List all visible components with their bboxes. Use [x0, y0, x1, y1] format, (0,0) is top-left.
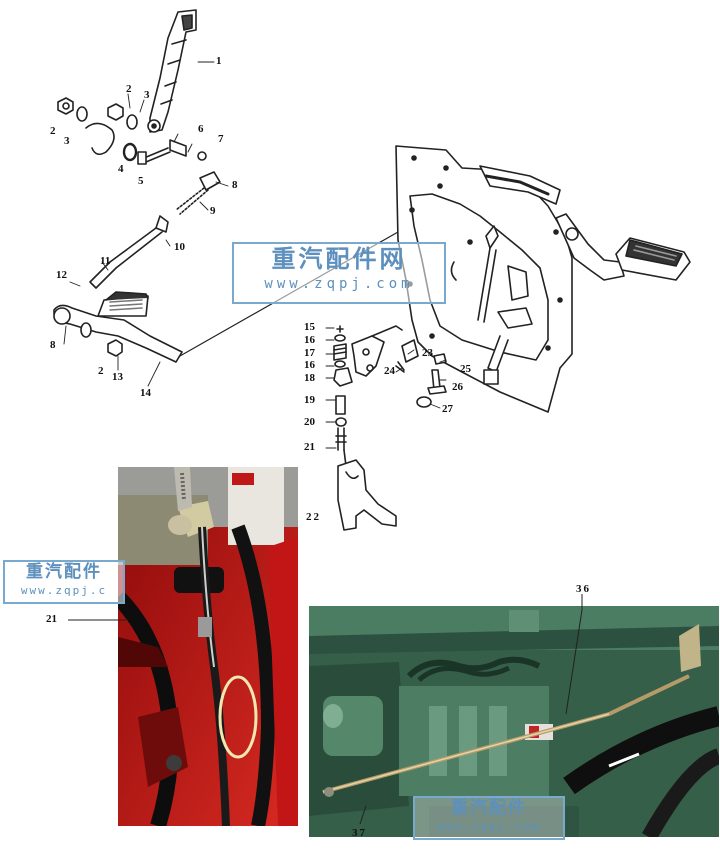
photo-clutch-cable — [118, 467, 298, 826]
callout-1: 1 — [216, 55, 222, 67]
callout-7: 7 — [218, 133, 224, 145]
leader-lines — [63, 61, 447, 449]
bolt-set — [416, 353, 447, 408]
callout-2-top: 2 — [126, 83, 132, 95]
callout-22: 22 — [306, 511, 321, 523]
photo-injection-pump — [309, 606, 719, 837]
watermark-title: 重汽配件网 — [271, 245, 407, 273]
watermark-main: 重汽配件网 www.zqpj.com — [232, 242, 446, 304]
callout-12: 12 — [56, 269, 67, 281]
watermark-bottom: 重汽配件 www.zqpj.com — [413, 796, 565, 840]
callout-3-top: 3 — [144, 89, 150, 101]
callout-26: 26 — [452, 381, 463, 393]
callout-17: 17 — [304, 347, 315, 359]
watermark-bottom-title: 重汽配件 — [451, 798, 527, 818]
adjuster-stack — [333, 325, 419, 531]
photo-callout-37: 37 — [352, 827, 367, 839]
callout-24: 24 — [384, 365, 395, 377]
watermark-bottom-url: www.zqpj.com — [437, 820, 541, 833]
watermark-url: www.zqpj.com — [264, 276, 414, 292]
watermark-left-url: www.zqpj.c — [20, 584, 108, 597]
photo-callout-21: 21 — [46, 613, 57, 625]
callout-2-bottom: 2 — [98, 365, 104, 377]
callout-23: 23 — [422, 347, 433, 359]
callout-27: 27 — [442, 403, 453, 415]
callout-16-b: 16 — [304, 359, 315, 371]
callout-15: 15 — [304, 321, 315, 333]
fasteners-group — [57, 97, 207, 165]
callout-9: 9 — [210, 205, 216, 217]
callout-14: 14 — [140, 387, 151, 399]
callout-10: 10 — [174, 241, 185, 253]
brake-pedal — [555, 213, 691, 281]
watermark-left-title: 重汽配件 — [26, 562, 102, 582]
callout-5: 5 — [138, 175, 144, 187]
pedal-bracket-plate — [395, 145, 573, 413]
callout-4: 4 — [118, 163, 124, 175]
callout-11: 11 — [100, 255, 111, 267]
callout-18: 18 — [304, 372, 315, 384]
callout-19: 19 — [304, 394, 315, 406]
watermark-left: 重汽配件 www.zqpj.c — [3, 560, 125, 604]
callout-20: 20 — [304, 416, 315, 428]
callout-2-left: 2 — [50, 125, 56, 137]
lower-lever — [53, 291, 183, 363]
callout-8-left: 8 — [50, 339, 56, 351]
callout-21: 21 — [304, 441, 315, 453]
linkage-rod-upper — [89, 171, 221, 289]
callout-25: 25 — [460, 363, 471, 375]
callout-8-top: 8 — [232, 179, 238, 191]
clutch-pedal-arm — [147, 9, 197, 133]
callout-13: 13 — [112, 371, 123, 383]
callout-3-left: 3 — [64, 135, 70, 147]
callout-16-a: 16 — [304, 334, 315, 346]
callout-6: 6 — [198, 123, 204, 135]
photo-callout-36: 36 — [576, 583, 591, 595]
